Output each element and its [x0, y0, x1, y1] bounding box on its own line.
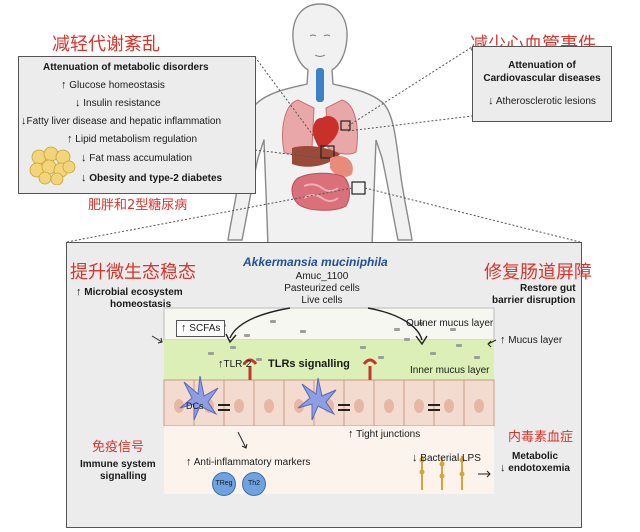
fat-cells-icon: [29, 146, 76, 185]
form-amuc: Amuc_1100: [295, 271, 349, 282]
metabolic-item-4: ↑ Lipid metabolism regulation: [67, 133, 198, 145]
gut-barrier-cn-title: 修复肠道屏障: [484, 262, 592, 283]
microbial-cn-title: 提升微生态稳态: [70, 262, 196, 283]
th2-cell: Th2: [242, 472, 266, 496]
immune-label-2: signalling: [100, 471, 147, 482]
metabolic-item-1: ↑ Glucose homeostasis: [61, 79, 165, 91]
bacterial-lps-label: ↓ Bacterial LPS: [412, 452, 481, 464]
metabolic-item-6: ↓ Obesity and type-2 diabetes: [81, 172, 223, 184]
mucus-layer-label: ↑ Mucus layer: [500, 334, 563, 346]
cardio-heading-1: Attenuation of: [508, 60, 576, 71]
anti-inflammatory-label: ↑ Anti-inflammatory markers: [186, 456, 311, 468]
outer-mucus-label: Outner mucus layer: [406, 318, 494, 329]
immune-cn-title: 免疫信号: [92, 440, 145, 455]
cardiovascular-box: Attenuation of Cardiovascular diseases ↓…: [472, 46, 612, 122]
immune-label-1: Immune system: [80, 459, 156, 470]
metabolic-heading: Attenuation of metabolic disorders: [43, 62, 209, 73]
scfas-badge: ↑ SCFAs: [176, 320, 226, 337]
tight-junctions-label: ↑ Tight junctions: [348, 428, 421, 440]
treg-cell: TReg: [212, 472, 236, 496]
microbial-label-2: homeostasis: [110, 299, 172, 310]
tlrs-signalling-label: TLRs signalling: [268, 358, 350, 370]
akkermansia-forms: Amuc_1100 Pasteurized cells Live cells: [272, 271, 372, 307]
microbial-label-1: ↑ Microbial ecosystem: [76, 286, 183, 298]
tlr2-label: ↑TLR-2: [218, 358, 252, 370]
dcs-label: DCs: [186, 401, 204, 411]
organism-name: Akkermansia muciniphila: [243, 255, 388, 269]
cardio-heading-2: Cardiovascular diseases: [483, 73, 601, 84]
form-pasteurized: Pasteurized cells: [284, 283, 360, 294]
metabolic-cn-title: 减轻代谢紊乱: [52, 34, 160, 55]
endotoxemia-label-2: ↓ endotoxemia: [500, 462, 570, 474]
form-live: Live cells: [301, 295, 343, 306]
gut-barrier-label-2: barrier disruption: [492, 295, 576, 306]
gut-cross-section: [163, 307, 495, 494]
metabolic-item-5: ↓ Fat mass accumulation: [81, 152, 193, 164]
obesity-cn-caption: 肥胖和2型糖尿病: [88, 198, 188, 213]
endotoxemia-cn-title: 内毒素血症: [508, 430, 574, 445]
cardio-item: ↓ Atherosclerotic lesions: [488, 95, 596, 107]
metabolic-disorders-box: Attenuation of metabolic disorders ↑ Glu…: [18, 56, 256, 194]
inner-mucus-label: Inner mucus layer: [410, 365, 490, 376]
gut-barrier-label-1: Restore gut: [520, 283, 576, 294]
endotoxemia-label-1: Metabolic: [512, 451, 559, 462]
metabolic-item-3: ↓Fatty liver disease and hepatic inflamm…: [21, 115, 222, 127]
metabolic-item-2: ↓ Insulin resistance: [75, 97, 161, 109]
human-body-illustration: [227, 3, 413, 245]
